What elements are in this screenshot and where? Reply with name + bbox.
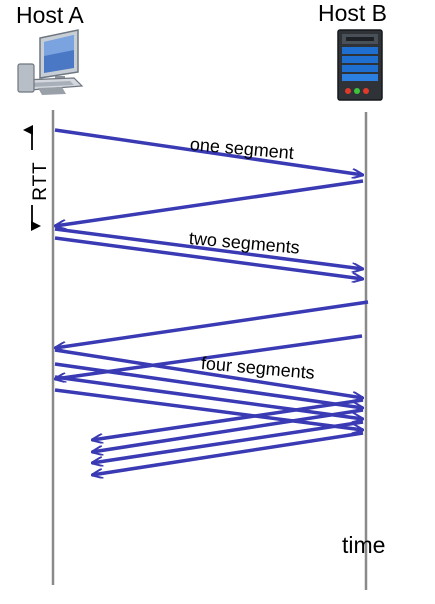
data-segment-arrow <box>54 362 363 408</box>
ack-arrow <box>92 420 364 463</box>
desktop-computer-icon <box>17 29 84 95</box>
time-axis-label: time <box>342 532 386 558</box>
data-segment-arrow <box>54 348 363 398</box>
ack-arrow <box>55 300 369 348</box>
ack-arrow <box>55 179 364 226</box>
ack-arrow <box>92 408 364 452</box>
data-segment-arrow <box>54 375 363 419</box>
ack-arrow <box>92 398 364 440</box>
rtt-label: RTT <box>29 161 51 201</box>
segment-arrows <box>54 128 369 475</box>
data-segment-arrow <box>54 227 363 269</box>
data-segment-arrow <box>54 128 363 175</box>
server-tower-icon <box>337 29 383 101</box>
ack-arrow <box>92 431 364 475</box>
host-b-label: Host B <box>318 0 388 26</box>
host-a-label: Host A <box>16 2 84 28</box>
data-segment-arrow <box>54 388 363 430</box>
data-segment-arrow <box>54 236 363 279</box>
